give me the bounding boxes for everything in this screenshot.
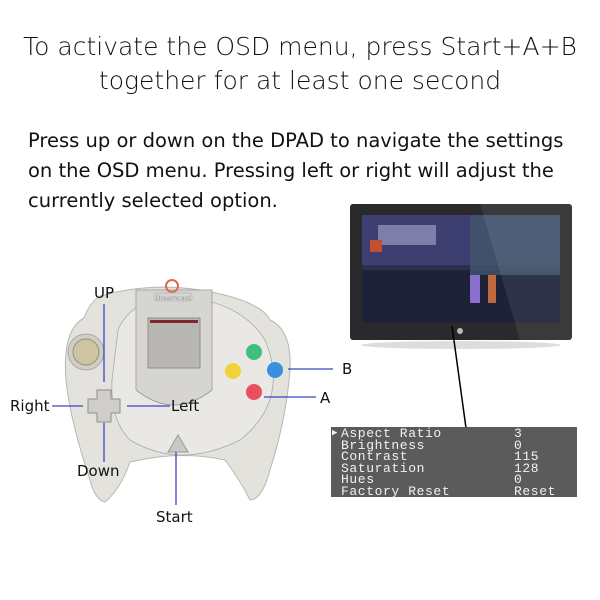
label-left: Left — [171, 397, 200, 415]
x-button — [225, 363, 241, 379]
monitor-image — [350, 204, 572, 349]
dreamcast-swirl-icon — [165, 279, 179, 293]
brand-text: Dreamcast — [155, 294, 191, 302]
instructions-line-1: Press up or down on the DPAD to navigate… — [28, 129, 564, 152]
label-a: A — [320, 389, 331, 407]
dreamcast-controller-image: Dreamcast — [64, 279, 291, 503]
instructions-line-2: on the OSD menu. Pressing left or right … — [28, 159, 554, 182]
a-button — [246, 384, 262, 400]
power-icon — [457, 328, 463, 334]
start-button — [167, 434, 189, 453]
label-start: Start — [156, 508, 193, 526]
label-up: UP — [94, 284, 115, 302]
callout-lines — [52, 304, 333, 505]
label-right: Right — [10, 397, 50, 415]
label-down: Down — [77, 462, 120, 480]
dpad — [87, 389, 121, 423]
label-b: B — [342, 360, 353, 378]
selection-arrow-icon: ▶ — [332, 428, 338, 438]
instructions-line-3: currently selected option. — [28, 189, 278, 212]
instructions: Press up or down on the DPAD to navigate… — [28, 126, 588, 216]
y-button — [246, 344, 262, 360]
b-button — [267, 362, 283, 378]
heading: To activate the OSD menu, press Start+A+… — [0, 30, 600, 98]
heading-line-1: To activate the OSD menu, press Start+A+… — [23, 32, 577, 61]
heading-line-2: together for at least one second — [98, 66, 502, 95]
